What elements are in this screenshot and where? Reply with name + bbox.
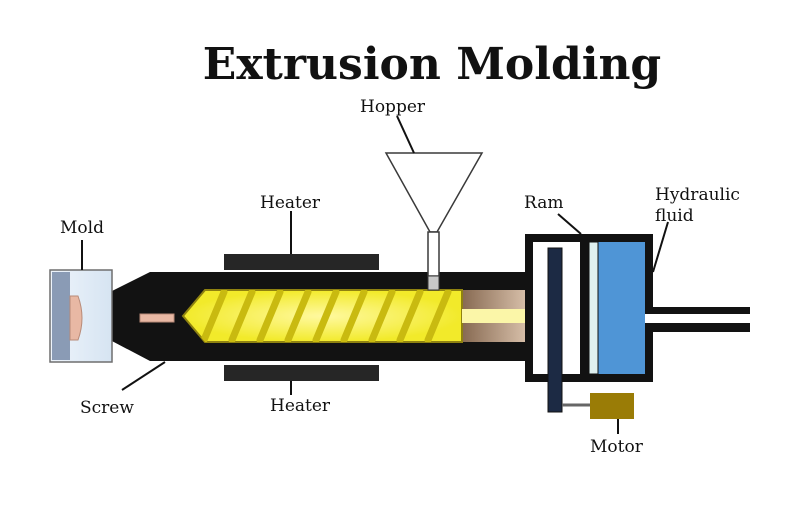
diagram-title: Extrusion Molding [203,39,661,90]
label-heater-bottom: Heater [270,396,331,416]
hydraulic-fluid [598,242,645,374]
leader-lines [81,115,669,434]
label-ram: Ram [524,193,563,213]
extruded-product [139,313,175,323]
label-heater-top: Heater [260,193,321,213]
label-motor: Motor [590,437,644,457]
label-mold: Mold [60,218,104,238]
motor [562,393,634,419]
heater-top [224,254,379,270]
label-hydraulic: Hydraulic [655,185,740,205]
heater-bottom [224,365,379,381]
ram [580,242,589,374]
hydraulic-line [645,307,750,332]
label-fluid: fluid [655,206,694,226]
nozzle-channel [62,315,184,321]
label-hopper: Hopper [360,97,426,117]
label-screw: Screw [80,398,134,418]
hydraulic-cylinder [525,234,653,413]
hopper [384,152,484,291]
mold [49,269,113,363]
